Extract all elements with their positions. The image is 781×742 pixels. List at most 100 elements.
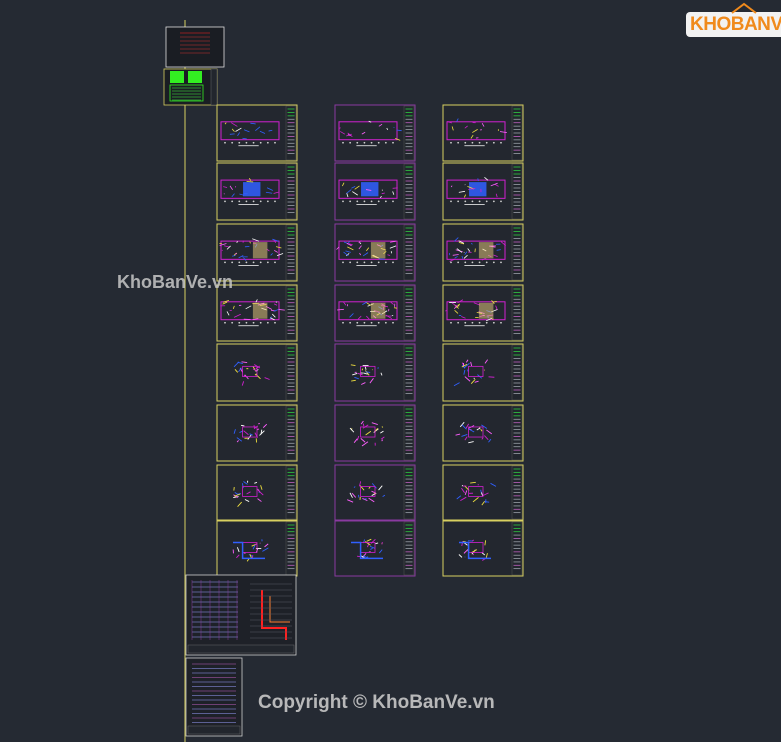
sheet-frame — [334, 104, 416, 162]
detail-stroke — [484, 359, 489, 364]
detail-stroke — [249, 433, 253, 436]
logo-house-icon — [731, 2, 757, 14]
plan-stroke — [342, 301, 347, 306]
plan-stroke — [386, 127, 388, 131]
sheet-r2-c3[interactable] — [442, 162, 524, 221]
plan-stroke — [238, 255, 244, 259]
sheet-r6-c3[interactable] — [442, 404, 524, 462]
plan-stroke — [271, 313, 276, 318]
grid-marker — [266, 200, 269, 203]
plan-stroke — [259, 130, 266, 134]
plan-stroke — [243, 257, 247, 261]
bottom-sheet-1[interactable] — [185, 574, 297, 656]
detail-stroke — [370, 547, 373, 550]
detail-stroke — [241, 483, 244, 489]
sheet-r3-c1[interactable] — [216, 223, 298, 282]
detail-stroke — [373, 428, 379, 433]
detail-stroke — [484, 540, 487, 546]
grid-marker — [224, 200, 226, 203]
grid-marker — [356, 141, 359, 144]
plan-fill — [478, 302, 494, 319]
detail-stroke — [244, 499, 250, 502]
cover-sheets[interactable] — [163, 26, 225, 106]
plan-stroke — [389, 245, 397, 249]
sheet-r3-c3[interactable] — [442, 223, 524, 282]
grid-marker — [384, 200, 387, 203]
grid-marker — [471, 200, 474, 203]
grid-marker — [252, 141, 255, 144]
detail-stroke — [360, 420, 364, 425]
sheet-r7-c2[interactable] — [334, 464, 416, 521]
plan-stroke — [495, 305, 498, 310]
sheet-r1-c1[interactable] — [216, 104, 298, 162]
grid-marker — [231, 261, 234, 264]
sheet-r1-c2[interactable] — [334, 104, 416, 162]
detail-stroke — [260, 485, 263, 490]
grid-marker — [471, 261, 474, 264]
plan-stroke — [255, 299, 258, 303]
detail-stroke — [236, 437, 243, 442]
grid-marker — [464, 261, 467, 264]
plan-stroke — [347, 132, 353, 137]
detail-stroke — [375, 542, 379, 545]
sheet-grid[interactable] — [216, 104, 524, 577]
detail-stroke — [349, 427, 355, 433]
detail-stroke — [238, 367, 242, 373]
detail-stroke — [380, 430, 384, 434]
grid-marker — [471, 321, 474, 324]
sheet-r2-c1[interactable] — [216, 162, 298, 221]
plan-fill — [361, 182, 379, 197]
grid-marker — [478, 321, 481, 324]
detail-stroke — [234, 493, 241, 497]
grid-marker — [342, 321, 344, 324]
detail-stroke — [243, 430, 249, 436]
grid-marker — [457, 321, 460, 324]
sheet-r8-c2[interactable] — [334, 520, 416, 577]
sheet-r7-c1[interactable] — [216, 464, 298, 521]
sheet-r1-c3[interactable] — [442, 104, 524, 162]
grid-marker — [274, 321, 276, 324]
grid-marker — [349, 321, 352, 324]
khobanve-logo[interactable]: KHOBANVE — [686, 2, 781, 37]
sheet-r8-c1[interactable] — [216, 520, 298, 577]
bottom-sheets[interactable] — [185, 574, 297, 737]
detail-stroke — [257, 498, 262, 502]
plan-stroke — [451, 126, 454, 131]
detail-stroke — [464, 376, 471, 382]
sheet-frame — [216, 520, 298, 577]
grid-marker — [245, 200, 248, 203]
sheet-r7-c3[interactable] — [442, 464, 524, 521]
sheet-frame — [442, 104, 524, 162]
sheet-r3-c2[interactable] — [334, 223, 416, 282]
plan-stroke — [357, 315, 362, 320]
sheet-r4-c2[interactable] — [334, 284, 416, 342]
sheet-r4-c3[interactable] — [442, 284, 524, 342]
plan-fill — [478, 242, 494, 259]
sheet-r2-c2[interactable] — [334, 162, 416, 221]
sheet-r5-c1[interactable] — [216, 343, 298, 402]
sheet-r4-c1[interactable] — [216, 284, 298, 342]
sheet-r6-c1[interactable] — [216, 404, 298, 462]
grid-marker — [492, 141, 495, 144]
detail-stroke — [264, 543, 269, 548]
plan-stroke — [239, 193, 245, 196]
detail-stroke — [455, 433, 461, 436]
plan-stroke — [456, 303, 461, 309]
detail-stroke — [352, 373, 358, 376]
plan-stroke — [245, 305, 252, 310]
sheet-r8-c3[interactable] — [442, 520, 524, 577]
sheet-r6-c2[interactable] — [334, 404, 416, 462]
sheet-r5-c3[interactable] — [442, 343, 524, 402]
plan-stroke — [379, 196, 382, 198]
bottom-sheet-2[interactable] — [185, 657, 243, 737]
section-line — [459, 541, 491, 560]
sheet-r5-c2[interactable] — [334, 343, 416, 402]
plan-stroke — [231, 193, 235, 198]
grid-marker — [342, 200, 344, 203]
detail-stroke — [463, 369, 466, 375]
plan-stroke — [248, 178, 252, 181]
detail-stroke — [484, 435, 489, 440]
detail-stroke — [480, 428, 483, 432]
sheet-frame — [185, 574, 297, 656]
